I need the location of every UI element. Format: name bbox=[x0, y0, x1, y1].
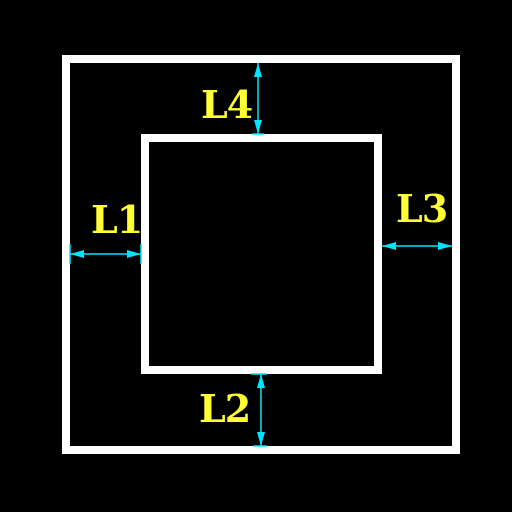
outer-square bbox=[62, 55, 460, 454]
dimension-l2 bbox=[251, 373, 267, 447]
inner-square bbox=[141, 134, 382, 374]
label-l3: L3 bbox=[396, 186, 447, 231]
dimension-l4 bbox=[252, 63, 264, 135]
label-l1: L1 bbox=[91, 197, 142, 242]
dimension-l3 bbox=[382, 242, 452, 250]
label-l4: L4 bbox=[201, 82, 252, 127]
dimension-l1 bbox=[69, 244, 142, 264]
label-l2: L2 bbox=[199, 386, 250, 431]
